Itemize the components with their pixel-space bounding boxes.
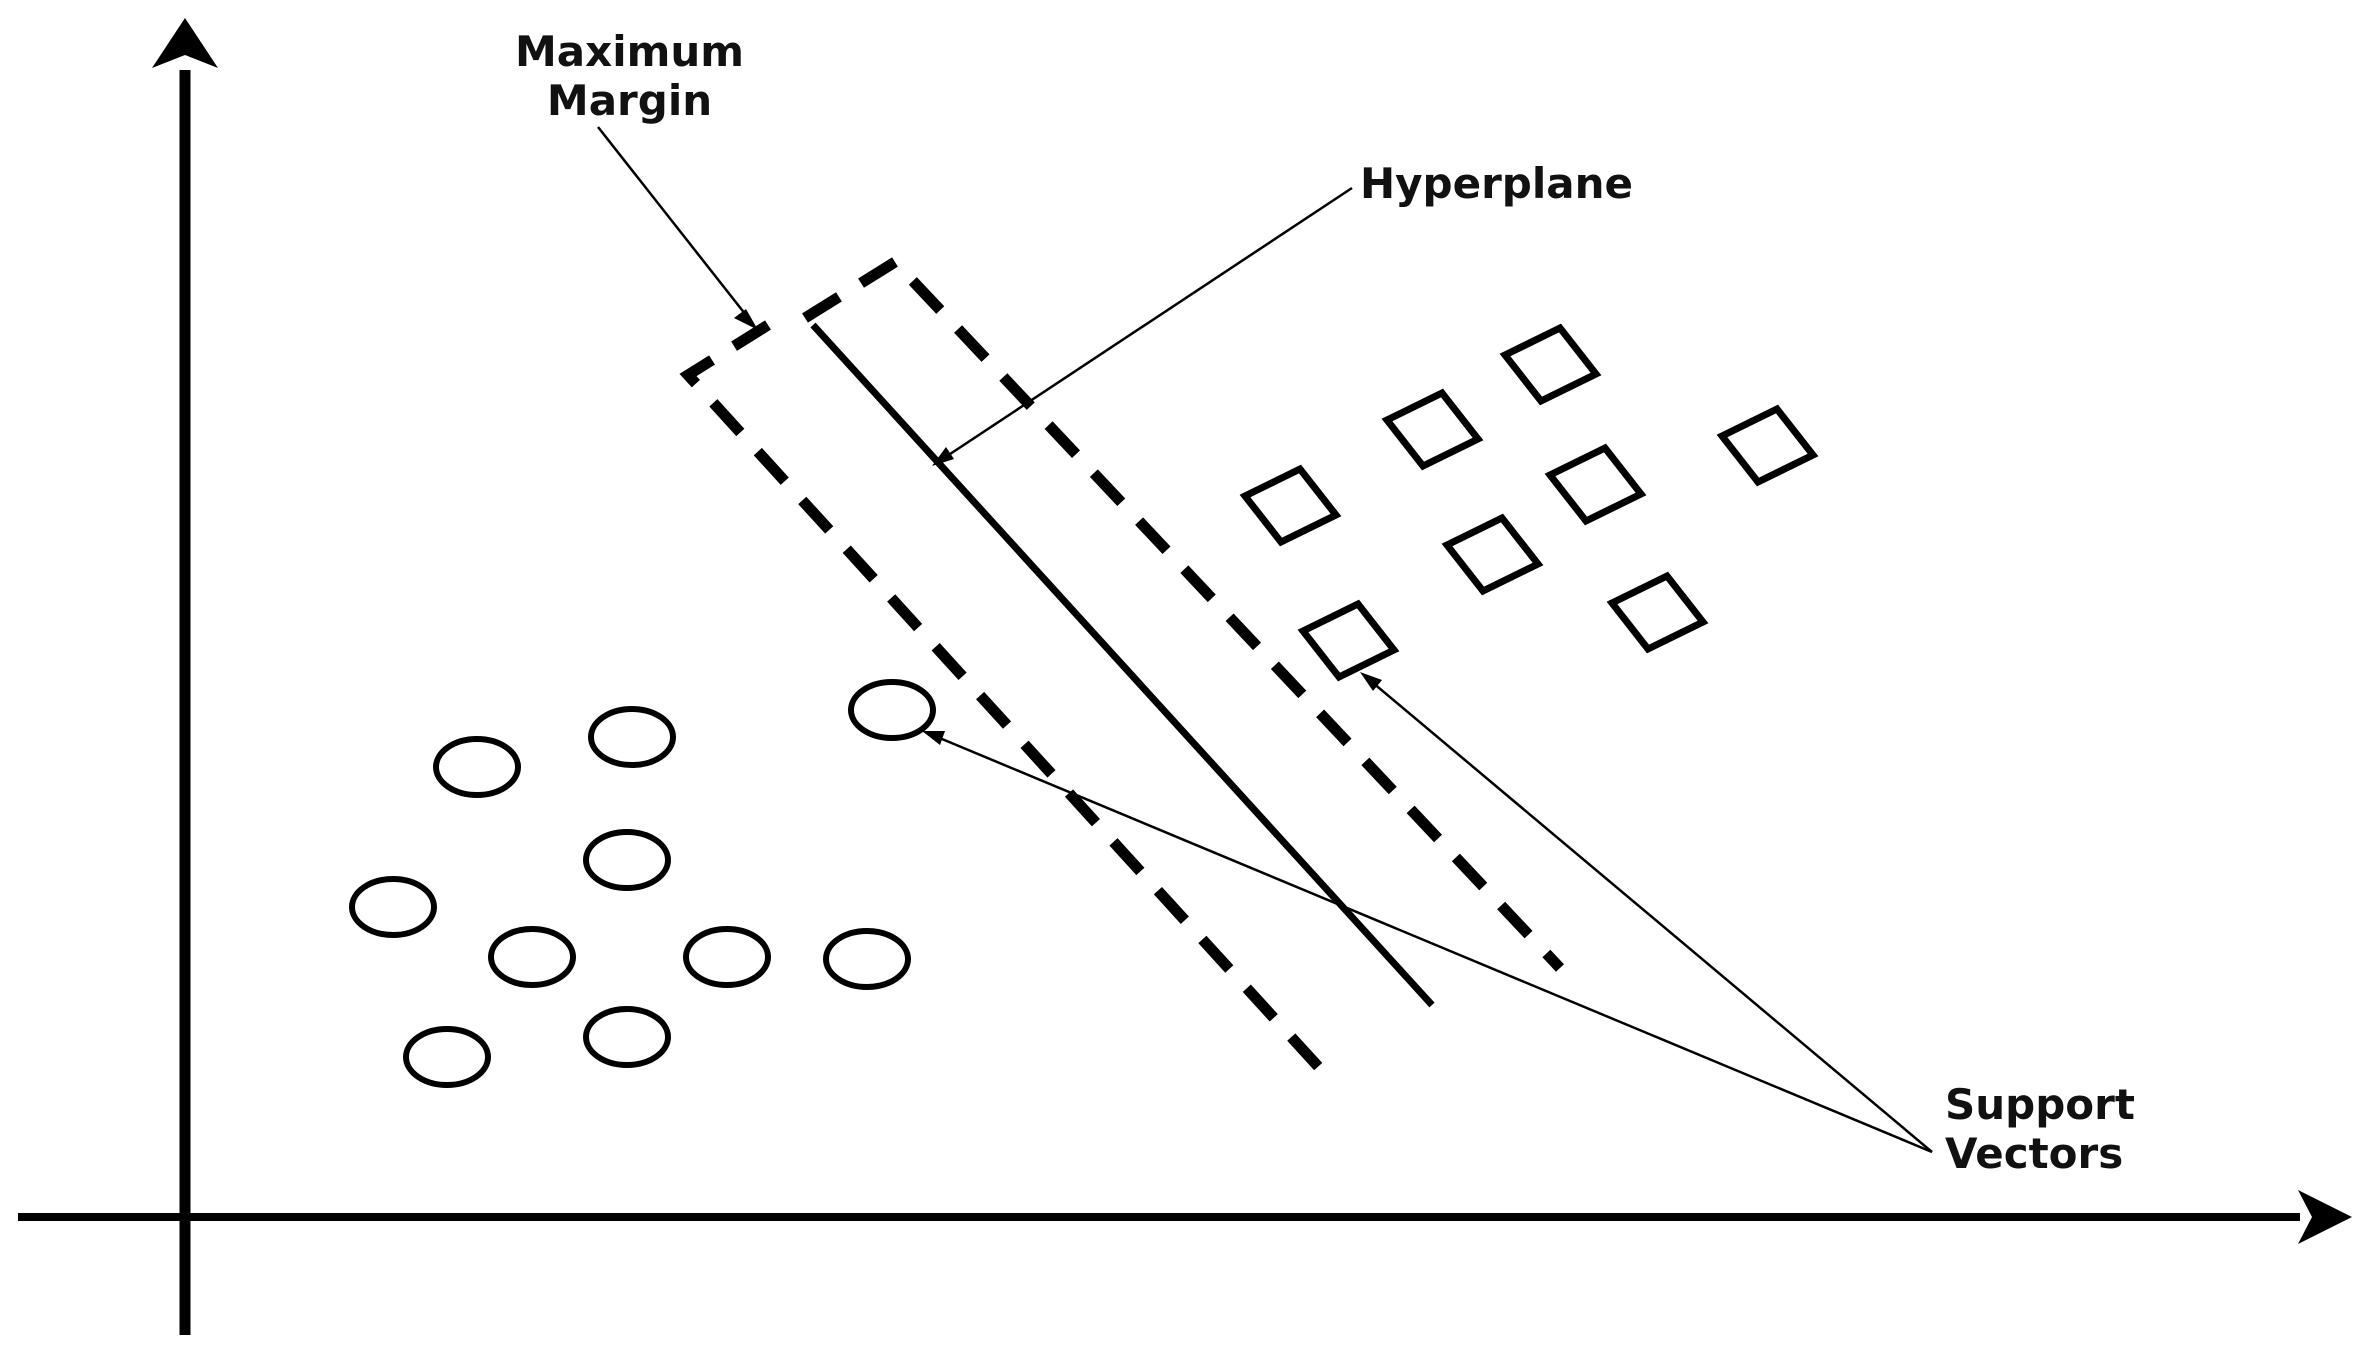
annotation-arrows <box>597 126 1933 1154</box>
data-point-circle <box>488 926 576 988</box>
axes <box>18 18 2352 1335</box>
hyperplane-pointer-head <box>932 447 954 466</box>
data-point-circle <box>349 876 437 938</box>
square-class <box>1239 323 1819 682</box>
support-vector-pointer-head-2 <box>1360 672 1382 691</box>
x-axis-arrowhead <box>2298 1190 2352 1244</box>
data-point-circle <box>583 1006 671 1068</box>
support-vector-pointer-head-1 <box>922 731 945 745</box>
data-point-square <box>1544 443 1647 526</box>
margin-boundary-right <box>802 254 1565 972</box>
maximum-margin-label-line-2: Margin <box>546 76 713 125</box>
data-point-square <box>1297 599 1400 682</box>
hyperplane-line <box>810 322 1435 1008</box>
hyperplane-pointer-line <box>937 186 1353 464</box>
data-point-circle <box>848 679 936 741</box>
support-vector-pointer-line-1 <box>929 732 1933 1154</box>
circle-class <box>349 679 936 1088</box>
data-point-square <box>1381 388 1484 471</box>
data-point-circle <box>403 1026 491 1088</box>
maximum-margin-label: Maximum Margin <box>515 27 744 125</box>
margin-boundaries <box>679 254 1565 1089</box>
data-point-circle <box>433 736 521 798</box>
support-vector-pointer-line-2 <box>1365 676 1933 1153</box>
hyperplane-label: Hyperplane <box>1360 159 1633 208</box>
support-vectors-label-line-1: Support <box>1945 1080 2135 1129</box>
data-point-square <box>1239 464 1342 547</box>
data-point-circle <box>583 829 671 891</box>
data-point-square <box>1441 513 1544 596</box>
data-point-circle <box>683 926 771 988</box>
support-vectors-label: Support Vectors <box>1945 1080 2135 1178</box>
data-point-square <box>1716 404 1819 487</box>
y-axis-arrowhead <box>152 18 218 68</box>
margin-pointer-line <box>597 126 754 325</box>
support-vectors-label-line-2: Vectors <box>1945 1129 2124 1178</box>
data-point-circle <box>588 706 676 768</box>
data-point-square <box>1499 323 1602 406</box>
maximum-margin-label-line-1: Maximum <box>515 27 745 76</box>
data-point-circle <box>823 928 911 990</box>
margin-boundary-left <box>679 320 1340 1089</box>
hyperplane-label-text: Hyperplane <box>1360 159 1633 208</box>
margin-pointer-head <box>734 309 758 330</box>
data-point-square <box>1606 571 1709 654</box>
